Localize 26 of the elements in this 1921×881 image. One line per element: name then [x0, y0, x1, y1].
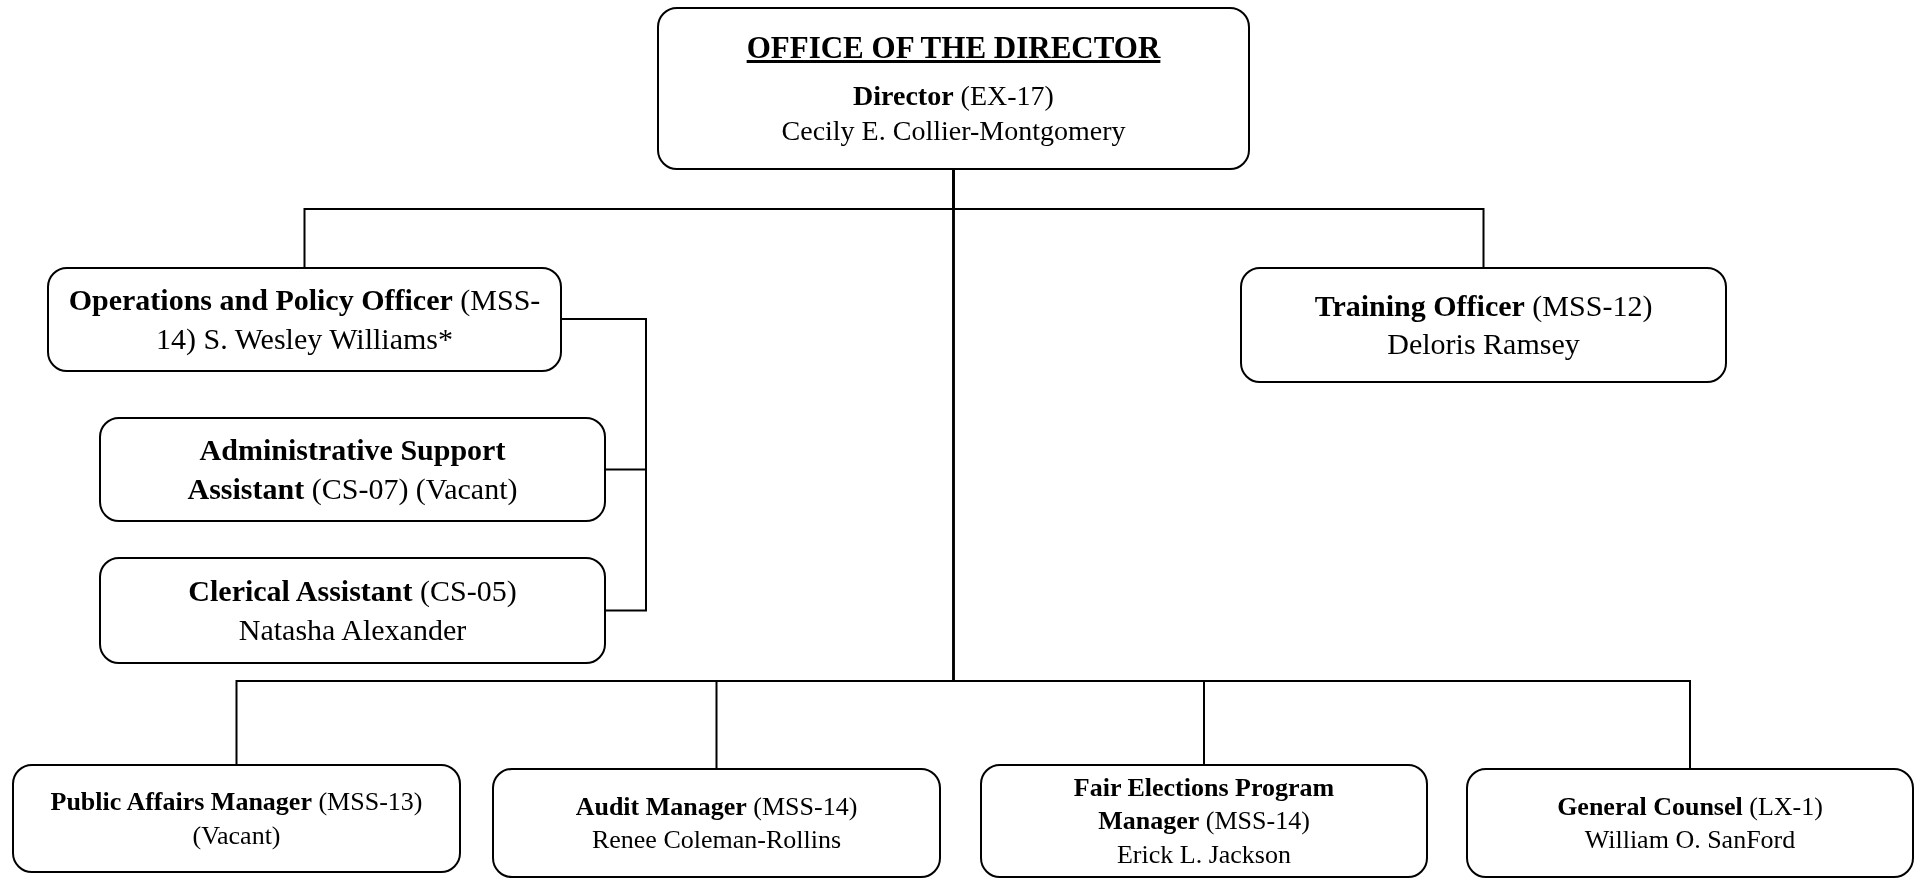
position-box: [657, 7, 1250, 170]
position-text: Director (EX-17): [853, 78, 1054, 113]
position-text: Audit Manager (MSS-14): [575, 791, 858, 823]
position-box: [99, 557, 606, 664]
position-text: Fair Elections Program Manager (MSS-14): [1072, 772, 1336, 838]
position-box: [980, 764, 1428, 878]
position-box: [12, 764, 461, 873]
position-text: General Counsel (LX-1): [1557, 791, 1823, 823]
position-text: Erick L. Jackson: [1117, 838, 1291, 871]
office-heading: OFFICE OF THE DIRECTOR: [746, 29, 1161, 68]
position-text: Natasha Alexander: [238, 611, 467, 648]
position-text: Operations and Policy Officer (MSS-14) S. Wesley Williams*: [67, 282, 542, 357]
position-box: [492, 768, 941, 878]
position-box: [99, 417, 606, 522]
position-text: Renee Coleman-Rollins: [591, 824, 842, 856]
position-box: [1466, 768, 1914, 878]
position-text: Training Officer (MSS-12): [1314, 287, 1653, 324]
position-text: Public Affairs Manager (MSS-13): [50, 786, 423, 819]
position-text: William O. SanFord: [1584, 824, 1796, 856]
position-text: Clerical Assistant (CS-05): [188, 573, 517, 610]
position-text: Cecily E. Collier-Montgomery: [781, 114, 1126, 149]
position-box: [47, 267, 562, 372]
position-text: (Vacant): [192, 819, 281, 852]
position-box: [1240, 267, 1727, 383]
position-text: Deloris Ramsey: [1387, 326, 1580, 362]
position-text: Administrative Support Assistant (CS-07) (Vacant): [186, 432, 519, 507]
